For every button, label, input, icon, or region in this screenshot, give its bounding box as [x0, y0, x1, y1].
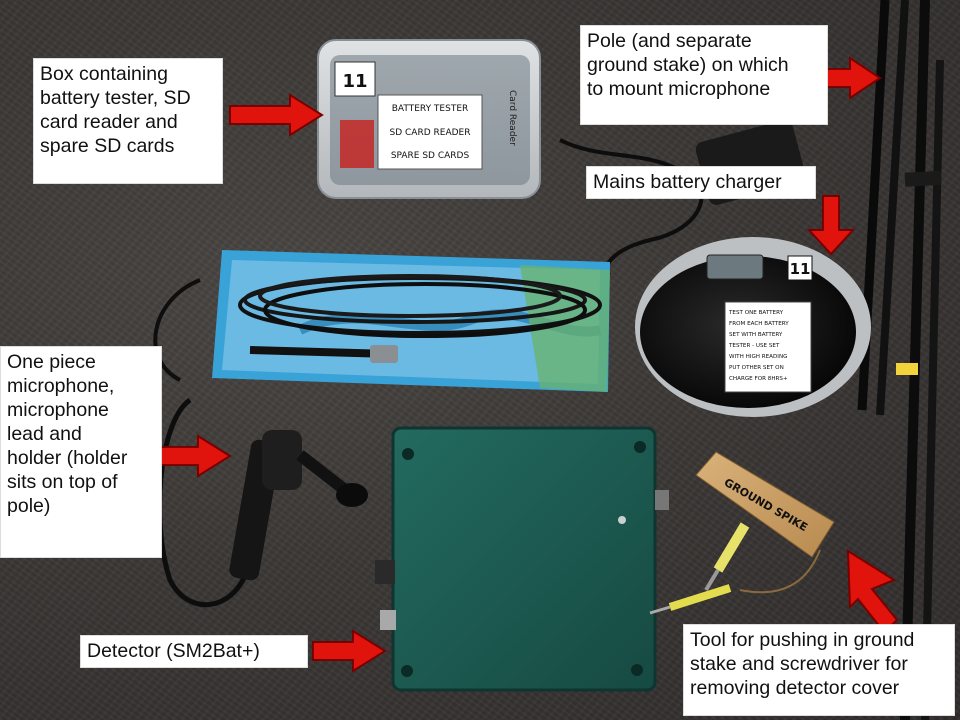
- box-number: 11: [342, 71, 367, 92]
- callout-microphone-line: holder (holder: [7, 447, 128, 469]
- arrow-detector: [312, 629, 387, 673]
- pole-2: [876, 0, 909, 416]
- pole-strap: [904, 170, 942, 187]
- callout-box: Box containing battery tester, SD card r…: [33, 58, 223, 184]
- callout-microphone: One piece microphone, microphone lead an…: [0, 346, 162, 558]
- charger-number: 11: [790, 260, 811, 278]
- storage-box: 11 BATTERY TESTER SD CARD READER SPARE S…: [317, 39, 541, 199]
- callout-microphone-line: microphone,: [7, 375, 115, 397]
- arrows: [136, 56, 899, 673]
- callout-pole-line: to mount microphone: [587, 78, 771, 100]
- callout-box-line: battery tester, SD: [40, 87, 191, 109]
- callout-charger: Mains battery charger: [586, 166, 816, 199]
- box-label-sd-reader: SD CARD READER: [390, 128, 471, 138]
- callout-tool-line: Tool for pushing in ground: [690, 629, 915, 651]
- charger-note-line: SET WITH BATTERY: [729, 332, 783, 338]
- pole-tape: [896, 363, 918, 375]
- charger-note-line: FROM EACH BATTERY: [729, 321, 789, 327]
- charger-note-line: CHARGE FOR 8HRS+: [729, 376, 788, 382]
- charger-note-line: PUT OTHER SET ON: [729, 365, 784, 371]
- detector-device: [375, 426, 669, 692]
- callout-microphone-line: pole): [7, 495, 51, 517]
- callout-microphone-line: sits on top of: [7, 471, 118, 493]
- callout-charger-line: Mains battery charger: [593, 171, 782, 193]
- callout-microphone-line: microphone: [7, 399, 109, 421]
- callout-box-line: card reader and: [40, 111, 178, 133]
- arrow-charger: [806, 195, 856, 256]
- callout-box-line: spare SD cards: [40, 135, 175, 157]
- callout-tool-line: removing detector cover: [690, 677, 900, 699]
- callout-microphone-line: One piece: [7, 351, 96, 373]
- charger-note-line: TESTER - USE SET: [728, 343, 780, 349]
- blue-mat: [153, 250, 610, 392]
- microphone-assembly: [157, 397, 368, 608]
- box-label-spare-sd: SPARE SD CARDS: [391, 151, 470, 161]
- callout-pole: Pole (and separate ground stake) on whic…: [580, 25, 828, 125]
- callout-pole-line: ground stake) on which: [587, 54, 789, 76]
- callout-box-line: Box containing: [40, 63, 168, 85]
- arrow-box: [229, 93, 324, 137]
- callout-detector: Detector (SM2Bat+): [80, 635, 308, 668]
- callout-detector-line: Detector (SM2Bat+): [87, 640, 260, 662]
- callout-microphone-line: lead and: [7, 423, 82, 445]
- arrow-tool: [846, 549, 899, 634]
- callout-tool: Tool for pushing in ground stake and scr…: [683, 624, 955, 716]
- callout-tool-line: stake and screwdriver for: [690, 653, 908, 675]
- charger-note-line: TEST ONE BATTERY: [728, 310, 784, 316]
- box-label-battery: BATTERY TESTER: [392, 104, 469, 114]
- pole-4: [921, 59, 944, 720]
- battery-charger: 11 TEST ONE BATTERY FROM EACH BATTERY SE…: [635, 237, 871, 417]
- callout-pole-line: Pole (and separate: [587, 30, 752, 52]
- ground-spike-tool: GROUND SPIKE: [649, 451, 835, 615]
- charger-note-line: WITH HIGH READING: [729, 354, 787, 360]
- box-label-card-reader: Card Reader: [507, 90, 517, 146]
- pole-3: [900, 0, 930, 720]
